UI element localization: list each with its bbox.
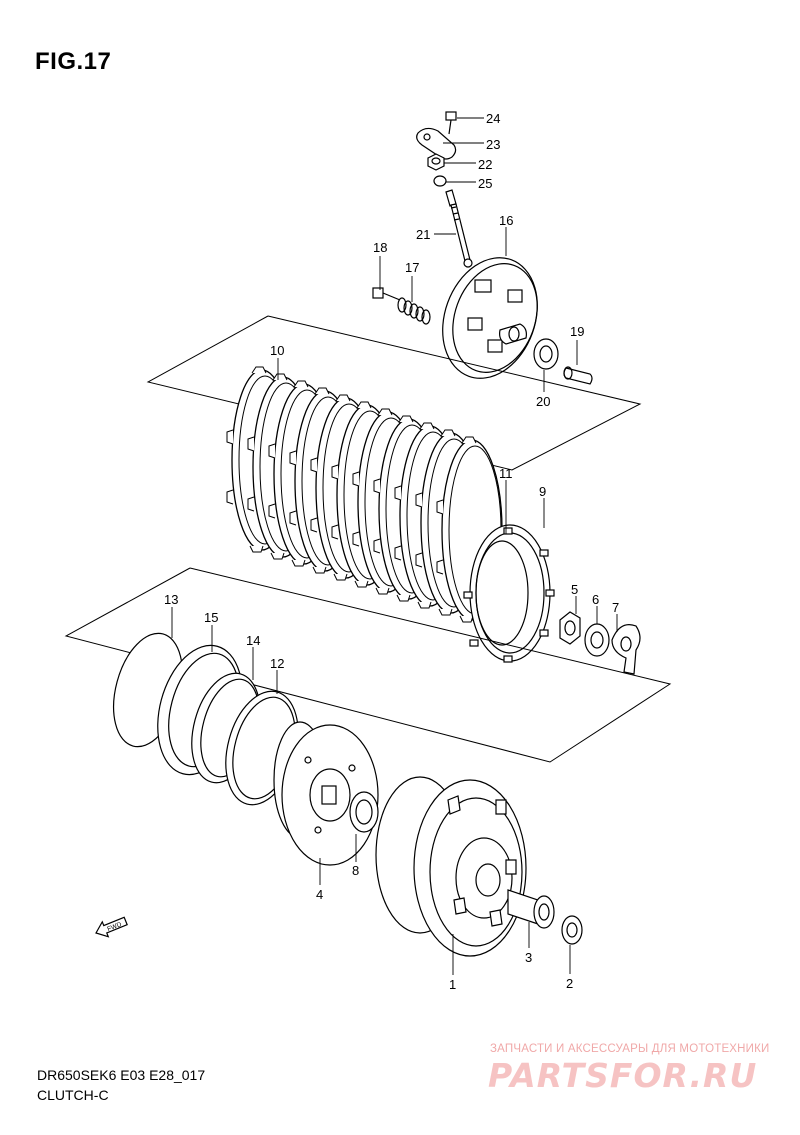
part-number-9[interactable]: 9 xyxy=(539,484,546,499)
part-number-20[interactable]: 20 xyxy=(536,394,550,409)
part-number-21[interactable]: 21 xyxy=(416,227,430,242)
rod-19-drawing xyxy=(563,366,593,385)
part-number-4[interactable]: 4 xyxy=(316,887,323,902)
part-number-5[interactable]: 5 xyxy=(571,582,578,597)
part-number-17[interactable]: 17 xyxy=(405,260,419,275)
part-number-2[interactable]: 2 xyxy=(566,976,573,991)
part-number-15[interactable]: 15 xyxy=(204,610,218,625)
screw-21-drawing xyxy=(445,189,473,268)
hub-4-drawing xyxy=(273,721,379,866)
direction-arrow-icon: FWD xyxy=(95,916,128,938)
part-number-6[interactable]: 6 xyxy=(592,592,599,607)
direction-label: FWD xyxy=(106,921,123,933)
part-number-23[interactable]: 23 xyxy=(486,137,500,152)
housing-1-drawing xyxy=(375,776,527,957)
part-number-13[interactable]: 13 xyxy=(164,592,178,607)
part-number-24[interactable]: 24 xyxy=(486,111,500,126)
leader-lines xyxy=(171,117,618,975)
figure-title: FIG.17 xyxy=(35,48,112,75)
part-number-10[interactable]: 10 xyxy=(270,343,284,358)
assembly-plane-upper xyxy=(146,315,642,471)
bolt-24-drawing xyxy=(445,111,457,135)
nut-22-drawing xyxy=(427,153,445,171)
clutch-hub-group: FWD xyxy=(64,567,672,957)
pressure-plate-16-drawing xyxy=(442,257,538,379)
part-number-11[interactable]: 11 xyxy=(499,466,513,481)
washer-25-drawing xyxy=(433,175,447,187)
pressure-plate-group xyxy=(372,111,593,385)
part-number-12[interactable]: 12 xyxy=(270,656,284,671)
spring-17-drawing xyxy=(397,297,431,325)
assembly-plane-lower xyxy=(64,567,672,763)
clutch-plate-stack-group xyxy=(146,315,642,675)
washer-8-drawing xyxy=(349,791,379,833)
bolt-18-drawing xyxy=(372,287,401,301)
nut-5-drawing xyxy=(559,611,581,645)
part-number-labels: 24 23 22 25 21 16 18 17 19 20 10 11 9 5 … xyxy=(164,111,619,992)
part-number-1[interactable]: 1 xyxy=(449,977,456,992)
part-number-16[interactable]: 16 xyxy=(499,213,513,228)
washer-2-drawing xyxy=(561,915,583,945)
washer-6-drawing xyxy=(584,623,610,657)
plate-9-drawing xyxy=(463,524,555,663)
part-number-19[interactable]: 19 xyxy=(570,324,584,339)
part-number-7[interactable]: 7 xyxy=(612,600,619,615)
part-number-8[interactable]: 8 xyxy=(352,863,359,878)
model-code-label: DR650SEK6 E03 E28_017 xyxy=(37,1067,206,1083)
spacer-3-drawing xyxy=(507,889,555,929)
part-number-3[interactable]: 3 xyxy=(525,950,532,965)
part-number-14[interactable]: 14 xyxy=(246,633,260,648)
part-number-22[interactable]: 22 xyxy=(478,157,492,172)
watermark-logo: PARTSFOR.RU xyxy=(488,1056,758,1095)
plate-stack xyxy=(226,366,503,623)
washer-7-drawing xyxy=(611,624,641,675)
plate-23-drawing xyxy=(416,127,457,160)
part-number-25[interactable]: 25 xyxy=(478,176,492,191)
watermark-tagline: ЗАПЧАСТИ И АКСЕССУАРЫ ДЛЯ МОТОТЕХНИКИ xyxy=(490,1043,770,1055)
section-name-label: CLUTCH-C xyxy=(37,1087,109,1103)
bearing-20-drawing xyxy=(533,338,559,370)
part-number-18[interactable]: 18 xyxy=(373,240,387,255)
